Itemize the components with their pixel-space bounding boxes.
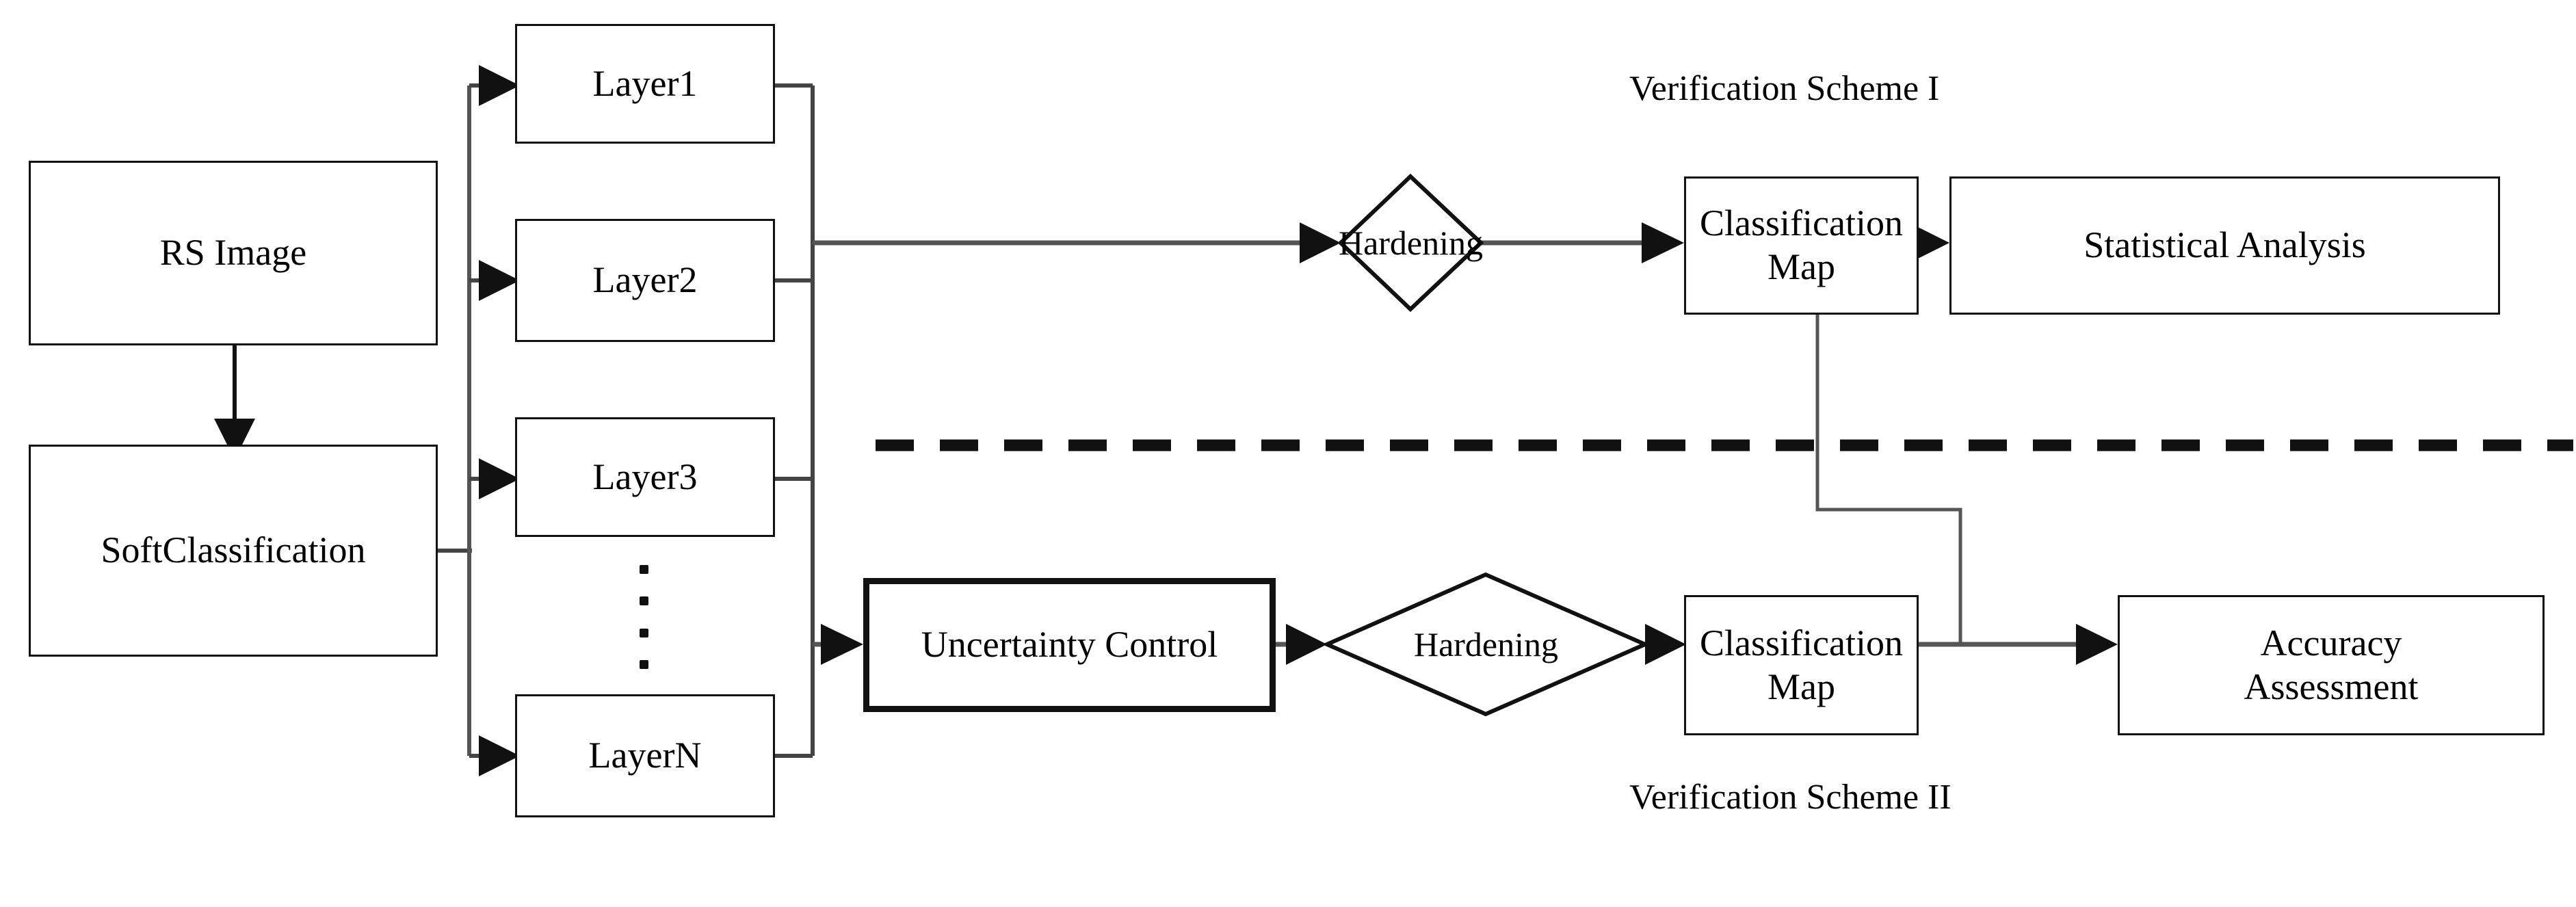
- title-verification-scheme-i: Verification Scheme I: [1629, 69, 1940, 108]
- node-classification-map-top[interactable]: Classification Map: [1684, 176, 1919, 315]
- node-statistical-analysis-label: Statistical Analysis: [2084, 224, 2366, 266]
- node-rs-image-label: RS Image: [159, 232, 307, 274]
- node-accuracy-assessment-line2: Assessment: [2244, 666, 2419, 707]
- node-uncertainty-control[interactable]: Uncertainty Control: [863, 578, 1276, 712]
- layer-output-bus: [775, 83, 815, 758]
- edge-bus-to-hardening-top: [813, 222, 1341, 263]
- node-accuracy-assessment[interactable]: Accuracy Assessment: [2118, 595, 2545, 735]
- node-layer2-label: Layer2: [592, 259, 698, 301]
- edge-bus-to-uncertainty-control: [813, 624, 863, 665]
- node-layer1-label: Layer1: [592, 62, 698, 104]
- node-layer1[interactable]: Layer1: [515, 24, 775, 144]
- edge-hardening-top-to-classmap-top: [1481, 222, 1684, 263]
- node-uncertainty-control-label: Uncertainty Control: [921, 624, 1218, 666]
- node-layer2[interactable]: Layer2: [515, 219, 775, 342]
- edge-bus-to-layerN: [469, 735, 520, 776]
- edge-uncertainty-to-hardening-bottom: [1276, 624, 1327, 665]
- node-hardening-top-label[interactable]: Hardening: [1338, 224, 1484, 262]
- edge-classmap-bottom-to-accuracy: [1919, 624, 2118, 665]
- edge-bus-to-layer3: [469, 458, 520, 499]
- node-hardening-top-shape: [1337, 173, 1484, 313]
- node-layer3[interactable]: Layer3: [515, 417, 775, 537]
- node-classification-map-bottom[interactable]: Classification Map: [1684, 595, 1919, 735]
- node-hardening-bottom-label[interactable]: Hardening: [1413, 625, 1559, 663]
- node-statistical-analysis[interactable]: Statistical Analysis: [1949, 176, 2500, 315]
- node-layerN-label: LayerN: [588, 735, 702, 776]
- vertical-ellipsis-icon: [639, 565, 648, 669]
- node-hardening-bottom-shape: [1322, 572, 1651, 717]
- edge-bus-to-layer2: [469, 260, 520, 301]
- title-verification-scheme-ii: Verification Scheme II: [1629, 778, 1951, 817]
- node-classification-map-bottom-label: Classification Map: [1700, 622, 1903, 707]
- edge-hardening-bottom-to-classmap-bottom: [1645, 624, 1686, 665]
- edge-rsimage-to-softclassification: [214, 345, 255, 460]
- node-layerN[interactable]: LayerN: [515, 694, 775, 817]
- node-accuracy-assessment-line1: Accuracy: [2260, 622, 2402, 663]
- node-soft-classification-label: SoftClassification: [101, 529, 366, 571]
- edge-bus-to-layer1: [469, 65, 520, 106]
- node-layer3-label: Layer3: [592, 456, 698, 497]
- node-rs-image[interactable]: RS Image: [29, 161, 438, 345]
- node-soft-classification[interactable]: SoftClassification: [29, 445, 438, 657]
- node-classification-map-top-label: Classification Map: [1700, 202, 1903, 287]
